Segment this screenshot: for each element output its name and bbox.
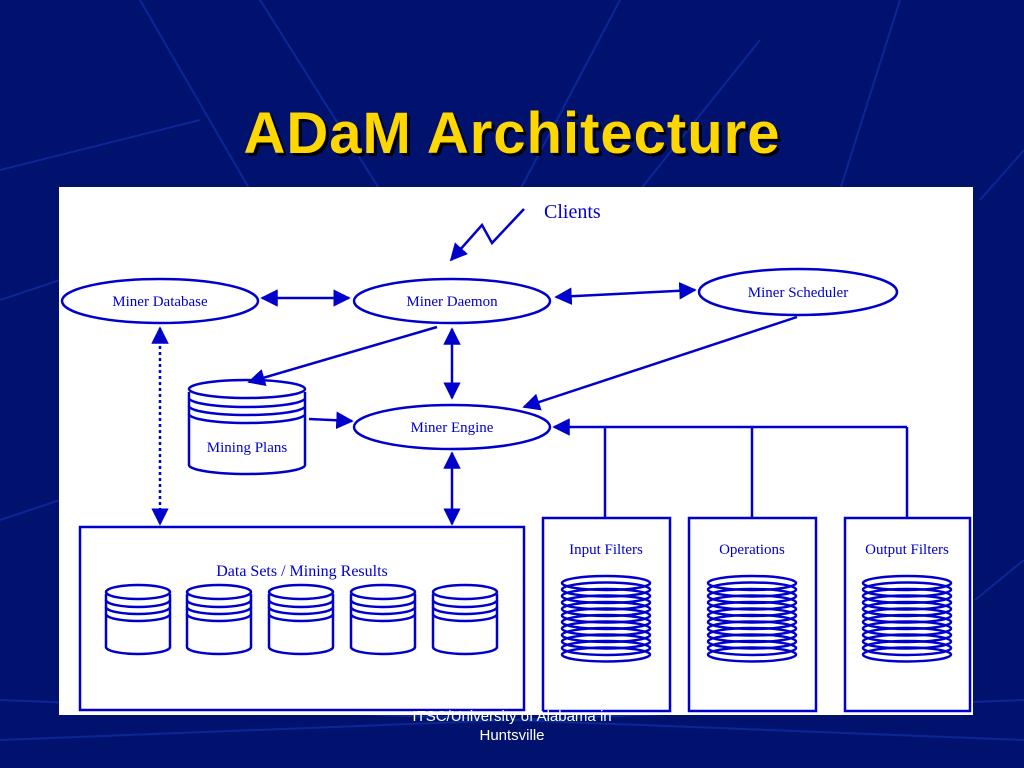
operations-label: Operations bbox=[719, 542, 785, 558]
filters-bus bbox=[552, 418, 909, 518]
output-filters-box bbox=[843, 516, 972, 713]
dataset-cylinder-5 bbox=[431, 583, 499, 656]
dataset-cylinder-2 bbox=[185, 583, 253, 656]
footer-line-2: Huntsville bbox=[479, 727, 545, 744]
stack-ring bbox=[560, 646, 652, 663]
data-sets-label: Data Sets / Mining Results bbox=[216, 563, 388, 580]
miner-database-node bbox=[60, 277, 260, 325]
footer-line-1: ITSC/University of Alabama in bbox=[412, 708, 612, 725]
mining-plans-cylinder bbox=[187, 378, 307, 476]
output-filters-stack bbox=[861, 574, 953, 663]
output-filters-label: Output Filters bbox=[865, 542, 949, 558]
clients-label: Clients bbox=[544, 201, 601, 223]
operations-box bbox=[687, 516, 818, 713]
miner-engine-label: Miner Engine bbox=[411, 420, 494, 436]
stack-ring bbox=[560, 639, 652, 657]
daemon-scheduler-arrow bbox=[554, 282, 697, 305]
operations-stack bbox=[706, 574, 798, 663]
diagram-canvas: Clients Miner Database Miner Daemon Mine… bbox=[60, 201, 972, 713]
miner-scheduler-label: Miner Scheduler bbox=[748, 285, 848, 301]
miner-scheduler-node bbox=[697, 267, 899, 317]
clients-arrow bbox=[449, 208, 525, 262]
input-filters-stack bbox=[560, 574, 652, 663]
stack-ring bbox=[706, 639, 798, 657]
dataset-cylinder-4 bbox=[349, 583, 417, 656]
input-filters-label: Input Filters bbox=[569, 542, 643, 558]
miner-daemon-node bbox=[352, 277, 552, 325]
architecture-diagram: Clients Miner Database Miner Daemon Mine… bbox=[59, 187, 973, 715]
slide-footer: ITSC/University of Alabama in Huntsville bbox=[362, 707, 662, 745]
scheduler-engine-arrow bbox=[522, 315, 798, 411]
dataset-cylinder-1 bbox=[104, 583, 172, 656]
data-sets-box bbox=[78, 525, 526, 712]
daemon-plans-arrow bbox=[247, 325, 438, 386]
mining-plans-label: Mining Plans bbox=[207, 440, 288, 456]
plans-engine-arrow bbox=[308, 411, 354, 430]
stack-ring bbox=[861, 639, 953, 657]
stack-ring bbox=[861, 646, 953, 663]
miner-daemon-label: Miner Daemon bbox=[406, 294, 498, 310]
miner-database-label: Miner Database bbox=[112, 294, 208, 310]
slide-title: ADaM Architecture bbox=[243, 101, 781, 166]
stack-ring bbox=[706, 646, 798, 663]
input-filters-box bbox=[541, 516, 672, 713]
dataset-cylinder-3 bbox=[267, 583, 335, 656]
miner-engine-node bbox=[352, 403, 552, 451]
